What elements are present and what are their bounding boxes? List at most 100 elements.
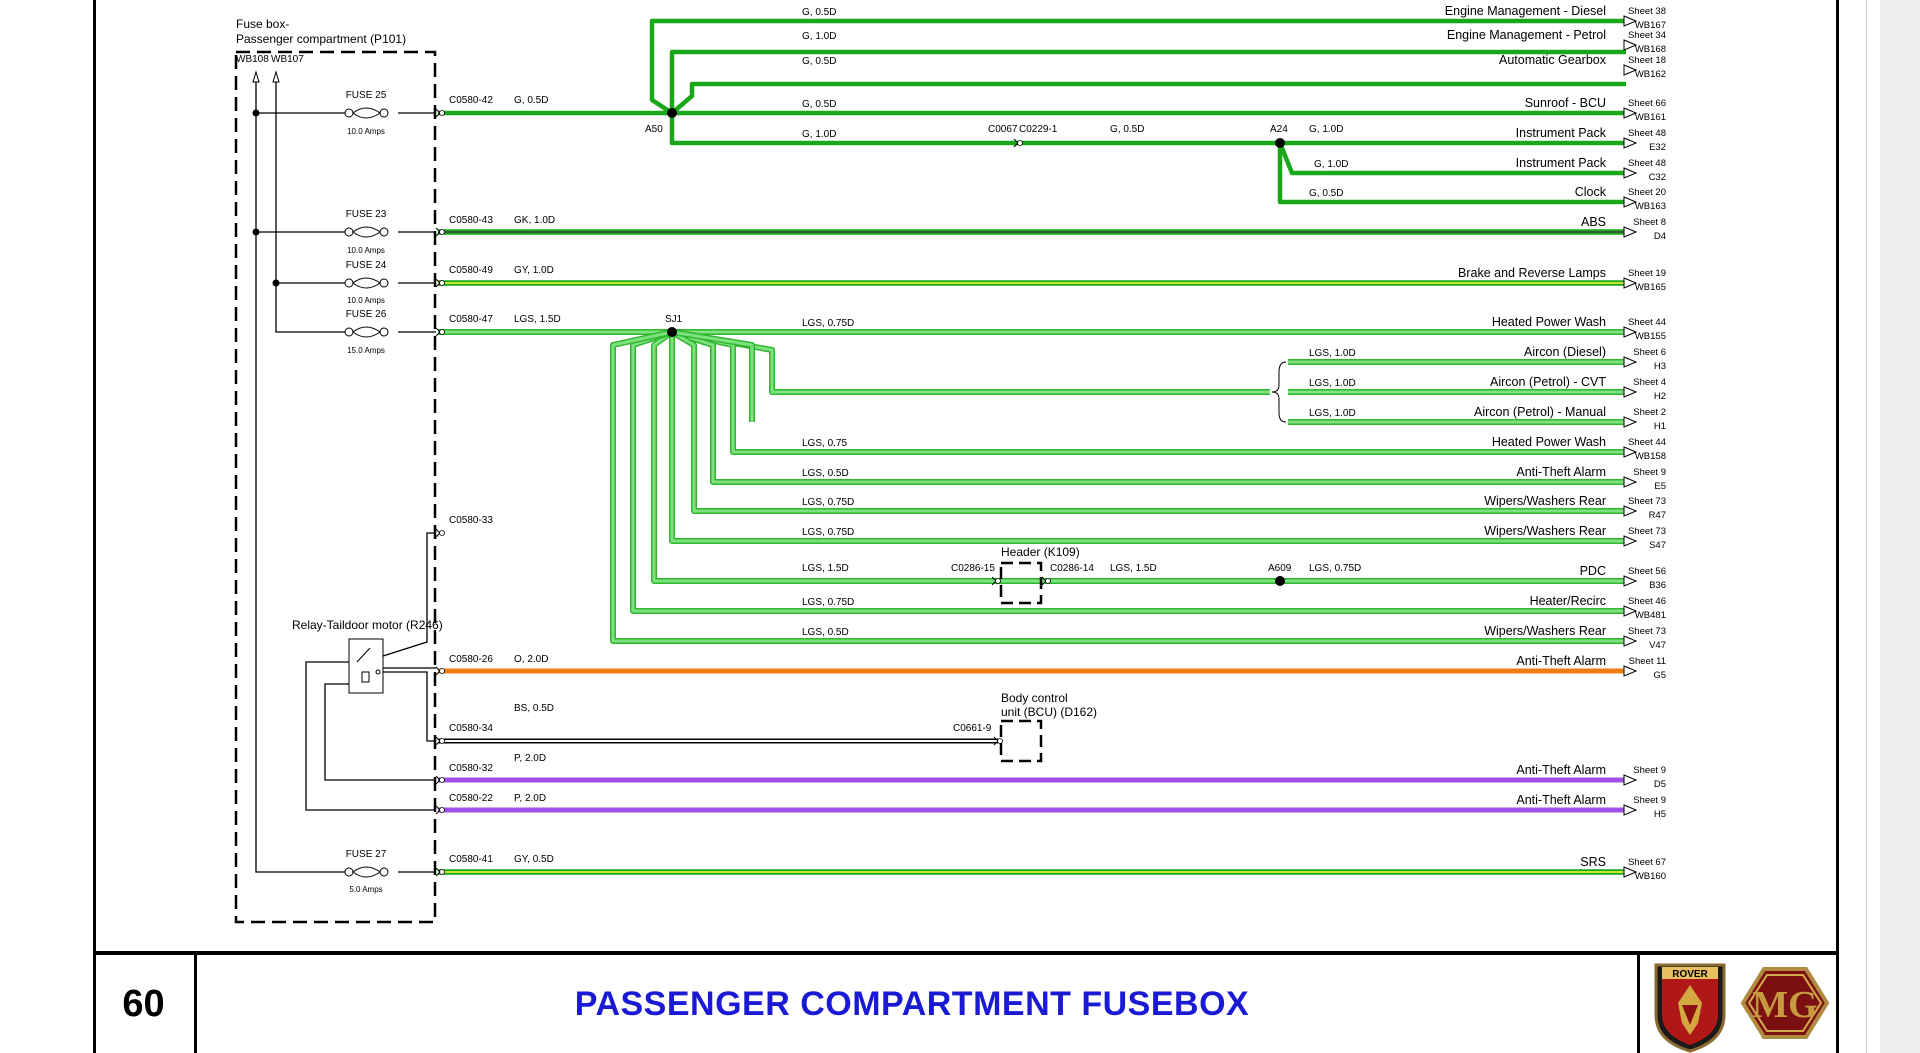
destination-sheet: Sheet 56 <box>1628 566 1666 577</box>
wire-end-arrow-icon <box>1623 575 1638 587</box>
destination-sheet: Sheet 20 <box>1628 187 1666 198</box>
destination-ref: WB167 <box>1635 20 1666 31</box>
connector-pin-icon <box>439 229 445 235</box>
connector-pin-icon <box>997 738 1003 744</box>
wire-spec: LGS, 0.75D <box>1309 563 1361 574</box>
wire-end-arrow-icon <box>1623 386 1638 398</box>
connector-pin-icon <box>1017 140 1023 146</box>
wire-spec: LGS, 0.75D <box>802 597 854 608</box>
feed-label-wb108: WB108 <box>236 54 269 65</box>
page-number: 60 <box>93 955 197 1053</box>
page-footer: 60 PASSENGER COMPARTMENT FUSEBOX ROVER M… <box>93 951 1839 1053</box>
destination-label: Aircon (Petrol) - Manual <box>1474 405 1606 419</box>
destination-label: ABS <box>1581 215 1606 229</box>
header-module-label: Header (K109) <box>1001 545 1080 559</box>
bcu-module-label-line1: Body control <box>1001 691 1068 705</box>
wire-end-arrow-icon <box>1623 605 1638 617</box>
destination-sheet: Sheet 9 <box>1633 467 1666 478</box>
diagram-sheet <box>93 0 1839 1053</box>
destination-label: PDC <box>1580 564 1606 578</box>
splice-dot <box>667 327 677 337</box>
aircon-brace <box>1271 361 1287 423</box>
wire-aircon-feed-fill <box>671 330 1270 394</box>
relay-label: Relay-Taildoor motor (R246) <box>292 618 443 632</box>
fuse-name: FUSE 25 <box>346 90 387 101</box>
wire-ip-c32 <box>1277 142 1626 176</box>
wire-end-arrow-icon <box>1623 326 1638 338</box>
wire-lgs-branch-fill <box>671 330 754 422</box>
destination-ref: WB163 <box>1635 201 1666 212</box>
connector-pin-icon <box>439 280 445 286</box>
wires <box>438 18 1626 875</box>
splice-dot <box>1275 576 1285 586</box>
wire-end-arrow-icon <box>1623 15 1638 27</box>
wire-end-arrow-icon <box>1623 167 1638 179</box>
wire-spec: BS, 0.5D <box>514 703 554 714</box>
wire-spec: LGS, 1.0D <box>1309 348 1356 359</box>
wire-spec: P, 2.0D <box>514 753 546 764</box>
wire-lgs-branch-fill <box>671 330 1626 513</box>
wire-spec: G, 1.0D <box>802 31 836 42</box>
wire-spec: LGS, 0.5D <box>802 468 849 479</box>
wire-spec: LGS, 1.5D <box>1110 563 1157 574</box>
wire-spec: GK, 1.0D <box>514 215 555 226</box>
destination-sheet: Sheet 38 <box>1628 6 1666 17</box>
fusebox-outline <box>234 50 437 924</box>
destination-sheet: Sheet 44 <box>1628 437 1666 448</box>
connector-label: C0580-42 <box>449 95 493 106</box>
destination-label: Sunroof - BCU <box>1525 96 1606 110</box>
destination-label: Brake and Reverse Lamps <box>1458 266 1606 280</box>
destination-ref: V47 <box>1649 640 1666 651</box>
fuse-rating: 5.0 Amps <box>349 885 382 894</box>
destination-sheet: Sheet 19 <box>1628 268 1666 279</box>
destination-sheet: Sheet 34 <box>1628 30 1666 41</box>
destination-sheet: Sheet 73 <box>1628 626 1666 637</box>
destination-sheet: Sheet 8 <box>1633 217 1666 228</box>
feed-label-wb107: WB107 <box>271 54 304 65</box>
wire-auto-gearbox <box>670 81 1626 115</box>
mg-logo-icon: MG <box>1740 967 1830 1039</box>
header-module-box <box>999 561 1043 605</box>
destination-label: Engine Management - Diesel <box>1445 4 1606 18</box>
mg-logo-text: MG <box>1752 984 1817 1026</box>
destination-label: SRS <box>1580 855 1606 869</box>
destination-ref: R47 <box>1649 510 1666 521</box>
destination-ref: D4 <box>1654 231 1666 242</box>
logo-box: ROVER MG <box>1637 955 1833 1053</box>
destination-label: Anti-Theft Alarm <box>1516 763 1606 777</box>
destination-sheet: Sheet 73 <box>1628 526 1666 537</box>
splice-label: SJ1 <box>665 314 683 325</box>
wire-lgs-branch <box>610 329 1626 644</box>
wire-spec: G, 0.5D <box>802 99 836 110</box>
wire-end-arrow-icon <box>1623 476 1638 488</box>
destination-sheet: Sheet 73 <box>1628 496 1666 507</box>
splice-label: A50 <box>645 124 663 135</box>
wire-end-arrow-icon <box>1623 866 1638 878</box>
wire-spec: LGS, 0.5D <box>802 627 849 638</box>
destination-ref: H3 <box>1654 361 1666 372</box>
connector-label: C0229-1 <box>1019 124 1058 135</box>
destination-ref: D5 <box>1654 779 1666 790</box>
connector-label: C0580-34 <box>449 723 493 734</box>
wire-spec: G, 1.0D <box>802 129 836 140</box>
connector-pin-icon <box>995 578 1001 584</box>
destination-ref: C32 <box>1649 172 1666 183</box>
destination-sheet: Sheet 9 <box>1633 765 1666 776</box>
destination-label: Aircon (Diesel) <box>1524 345 1606 359</box>
wire-end-arrow-icon <box>1623 277 1638 289</box>
destination-ref: WB162 <box>1635 69 1666 80</box>
wire-end-arrow-icon <box>1623 804 1638 816</box>
wire-ip-e32 <box>669 113 1626 146</box>
wire-spec: G, 0.5D <box>1110 124 1144 135</box>
wire-spec: G, 0.5D <box>802 56 836 67</box>
destination-ref: WB481 <box>1635 610 1666 621</box>
connector-label: C0580-26 <box>449 654 493 665</box>
destination-label: Heater/Recirc <box>1530 594 1606 608</box>
connector-label: C0580-47 <box>449 314 493 325</box>
rover-logo-text: ROVER <box>1672 969 1708 980</box>
connector-label: C0580-33 <box>449 515 493 526</box>
wire-spec: G, 0.5D <box>514 95 548 106</box>
connector-label: C0067 <box>988 124 1018 135</box>
destination-label: Clock <box>1575 185 1607 199</box>
destination-sheet: Sheet 66 <box>1628 98 1666 109</box>
